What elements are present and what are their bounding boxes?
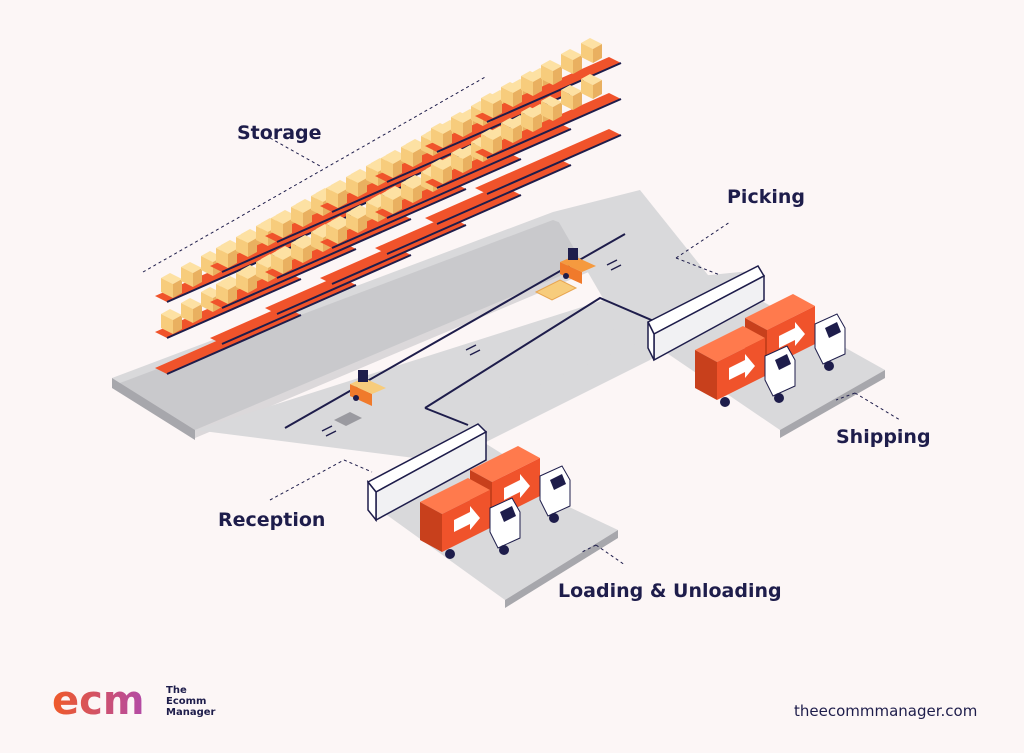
truck <box>420 478 521 559</box>
brand-name-line2: Ecomm <box>166 695 207 707</box>
logo-text: ecm <box>52 683 145 719</box>
storage-racks <box>155 38 622 375</box>
lane-arrows <box>321 259 622 437</box>
reception-label: Reception <box>218 509 326 531</box>
brand-name-line1: The <box>166 684 187 696</box>
logo-mark: ecm <box>52 683 145 719</box>
shipping-label: Shipping <box>836 426 931 448</box>
storage-label: Storage <box>237 122 322 144</box>
forklift-picking <box>534 248 596 301</box>
brand-name-line3: Manager <box>166 706 216 718</box>
rack <box>475 38 622 195</box>
brand-logo: ecm The Ecomm Manager <box>52 683 215 719</box>
brand-name: The Ecomm Manager <box>166 685 215 718</box>
truck <box>695 326 796 407</box>
shipping-dock-wall <box>646 265 766 362</box>
forklift-reception <box>334 370 386 426</box>
loading-unloading-label: Loading & Unloading <box>558 580 782 602</box>
site-url: theecommmanager.com <box>794 702 978 720</box>
loading-dock-wall <box>366 423 488 523</box>
trucks <box>420 294 846 559</box>
picking-label: Picking <box>727 186 805 208</box>
callout-lines <box>142 75 901 566</box>
